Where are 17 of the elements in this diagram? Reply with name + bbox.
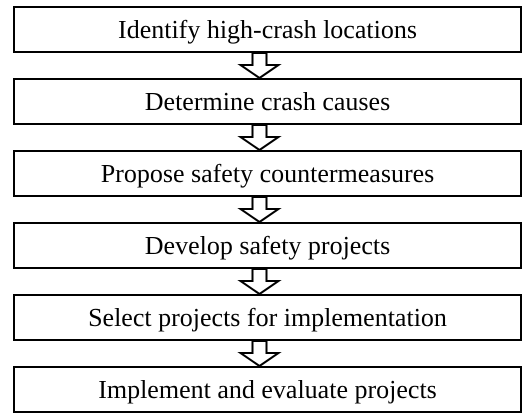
process-box xyxy=(13,78,522,125)
block-arrow xyxy=(237,196,282,224)
step-label: Determine crash causes xyxy=(144,86,390,116)
process-box xyxy=(13,150,522,197)
step-label: Implement and evaluate projects xyxy=(98,374,437,404)
process-box xyxy=(13,294,522,341)
process-box xyxy=(13,222,522,269)
block-arrow xyxy=(237,52,282,80)
step-label: Select projects for implementation xyxy=(88,302,447,332)
step-label: Develop safety projects xyxy=(144,230,390,260)
block-arrow xyxy=(237,340,282,368)
step-label: Identify high-crash locations xyxy=(118,14,417,44)
block-arrow xyxy=(237,268,282,296)
block-arrow xyxy=(237,124,282,152)
process-box xyxy=(13,366,522,413)
process-box xyxy=(13,6,522,53)
step-label: Propose safety countermeasures xyxy=(100,158,434,188)
